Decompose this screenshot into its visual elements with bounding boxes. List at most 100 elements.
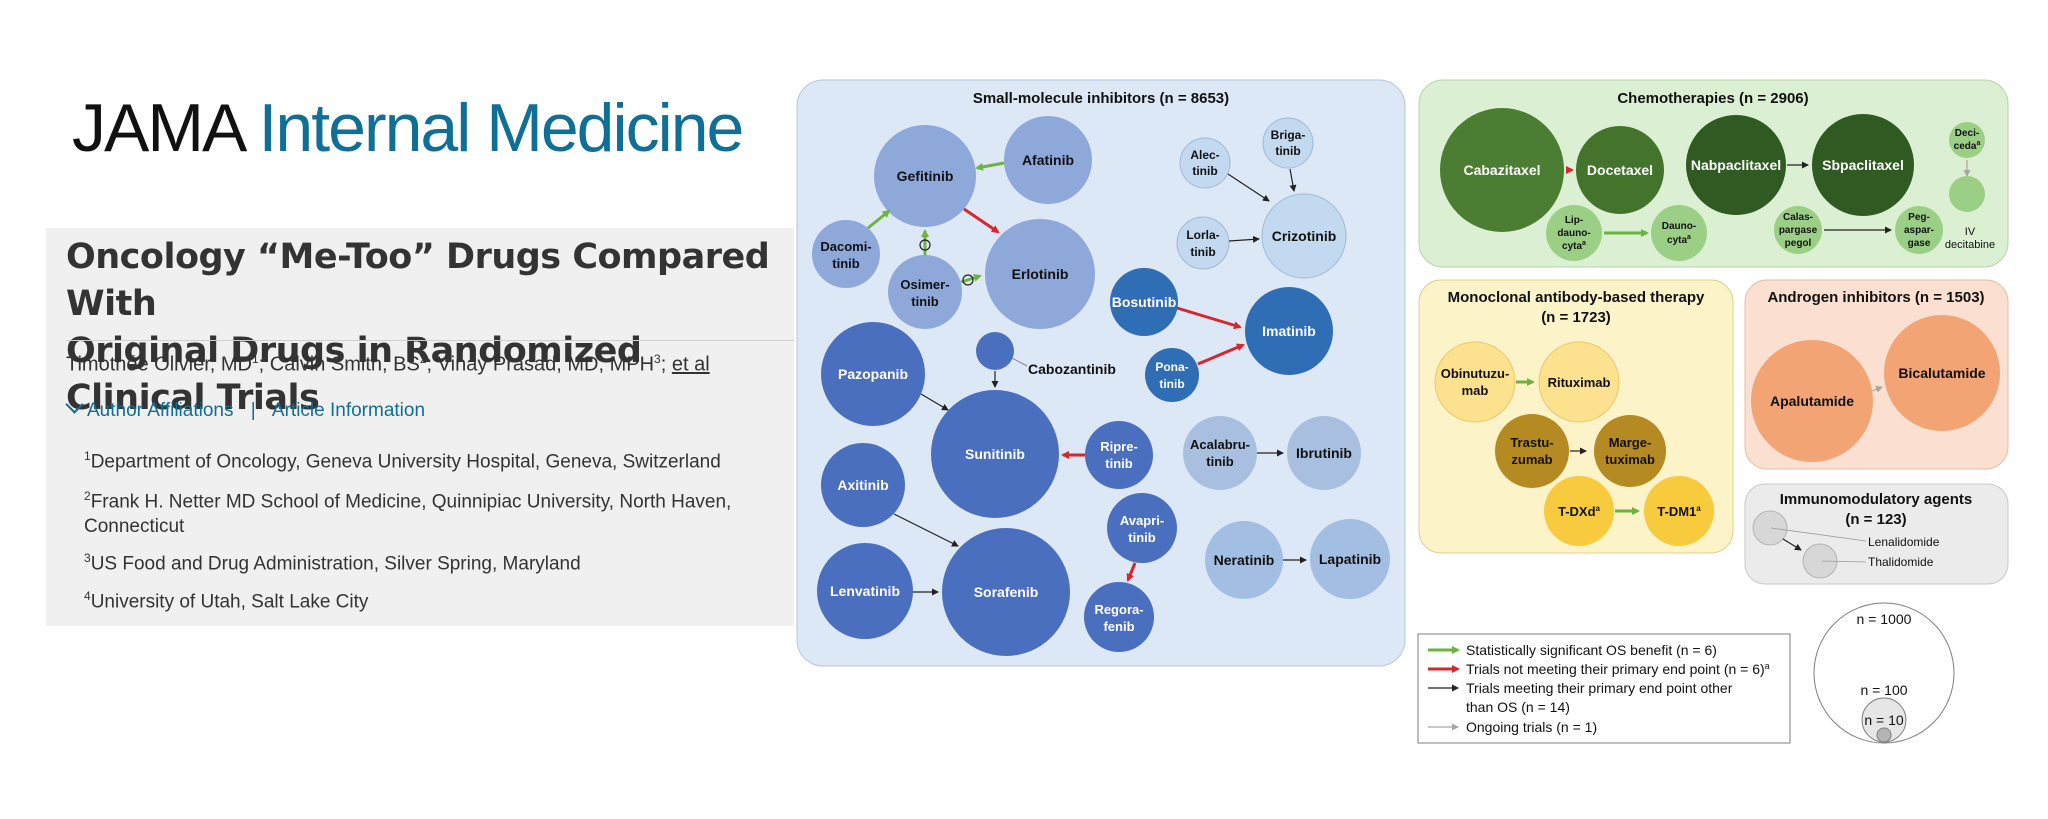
sunitinib-node[interactable] xyxy=(931,390,1059,518)
crizotinib-node[interactable] xyxy=(1261,193,1347,279)
afatinib-node[interactable] xyxy=(1004,116,1092,204)
affiliation-number: 1 xyxy=(84,449,91,463)
margetuximab-label-1: Marge- xyxy=(1609,435,1652,450)
margetuximab-node[interactable] xyxy=(1594,415,1666,487)
t-dm1-label: T-DM1a xyxy=(1657,504,1701,519)
avapritinib-label-2: tinib xyxy=(1128,530,1155,545)
apalutamide-node[interactable] xyxy=(1751,340,1873,462)
journal-logo[interactable]: JAMA Internal Medicine xyxy=(72,94,744,162)
arrow-brigatinib-crizotinib xyxy=(1289,168,1297,192)
lipdaunocyta-node[interactable] xyxy=(1546,205,1602,261)
lenalidomide-node[interactable] xyxy=(1752,510,1788,546)
erlotinib-label: Erlotinib xyxy=(1012,266,1069,282)
lapatinib-node[interactable] xyxy=(1310,519,1390,599)
calaspargase-label-2: pargase xyxy=(1779,225,1818,236)
trastuzumab-node[interactable] xyxy=(1495,414,1569,488)
arrow-legend xyxy=(1417,633,1791,744)
rituximab-label: Rituximab xyxy=(1548,375,1611,390)
ripretinib-label-1: Ripre- xyxy=(1100,439,1138,454)
axitinib-node[interactable] xyxy=(821,443,905,527)
regorafenib-node[interactable] xyxy=(1084,582,1154,652)
bosutinib-node[interactable] xyxy=(1110,268,1178,336)
arrow-pazopanib-sunitinib xyxy=(920,393,949,411)
osimertinib-node[interactable] xyxy=(888,255,962,329)
regorafenib-label-1: Regora- xyxy=(1094,602,1143,617)
acalabrutinib-label-1: Acalabru- xyxy=(1190,437,1250,452)
obinutuzumab-label-2: mab xyxy=(1462,383,1489,398)
acalabrutinib-label-2: tinib xyxy=(1206,454,1233,469)
lipdaunocyta-label-1: Lip- xyxy=(1565,215,1583,226)
chemotherapy-panel-title: Chemotherapies (n = 2906) xyxy=(1617,90,1808,107)
t-dxd-node[interactable] xyxy=(1544,476,1614,546)
author-affiliations-toggle[interactable]: Author Affiliations xyxy=(64,395,234,421)
arrow-alectinib-crizotinib xyxy=(1227,173,1270,202)
cabozantinib-node[interactable] xyxy=(976,332,1014,370)
arrow-ponatinib-imatinib xyxy=(1197,343,1245,366)
footnote-marker: a xyxy=(1696,504,1701,513)
alectinib-node[interactable] xyxy=(1179,137,1231,189)
article-links: Author Affiliations | Article Informatio… xyxy=(64,395,426,422)
t-dm1-node[interactable] xyxy=(1644,476,1714,546)
androgen-inhibitors-panel-title: Androgen inhibitors (n = 1503) xyxy=(1767,289,1984,306)
imatinib-node[interactable] xyxy=(1245,287,1333,375)
erlotinib-node[interactable] xyxy=(985,219,1095,329)
legend-gray-label: Ongoing trials (n = 1) xyxy=(1466,719,1597,735)
avapritinib-node[interactable] xyxy=(1107,493,1177,563)
author-name[interactable]: Calvin Smith, BS xyxy=(269,353,420,376)
ponatinib-node[interactable] xyxy=(1145,348,1199,402)
ponatinib-label-1: Pona- xyxy=(1155,360,1188,374)
axitinib-label: Axitinib xyxy=(837,477,888,493)
sbpaclitaxel-node[interactable] xyxy=(1812,114,1914,216)
brigatinib-node[interactable] xyxy=(1262,117,1314,169)
iv-decitabine-label-2: decitabine xyxy=(1945,239,1995,251)
affiliation-marker: 1 xyxy=(251,352,259,366)
gefitinib-node[interactable] xyxy=(874,125,976,227)
lipdaunocyta-label-2: dauno- xyxy=(1557,228,1590,239)
affiliation-number: 4 xyxy=(84,589,91,603)
ponatinib-label-2: tinib xyxy=(1159,377,1184,391)
acalabrutinib-node[interactable] xyxy=(1183,416,1257,490)
iv-decitabine-node[interactable] xyxy=(1949,176,1985,212)
bicalutamide-label: Bicalutamide xyxy=(1898,365,1985,381)
author-affiliations-label: Author Affiliations xyxy=(87,400,234,421)
legend-green-label: Statistically significant OS benefit (n … xyxy=(1466,642,1717,658)
osimertinib-label-1: Osimer- xyxy=(900,277,949,292)
neratinib-node[interactable] xyxy=(1205,521,1283,599)
bicalutamide-node[interactable] xyxy=(1884,315,2000,431)
et-al-link[interactable]: et al xyxy=(671,353,710,376)
article-title: Oncology “Me-Too” Drugs Compared With Or… xyxy=(66,234,786,422)
author-name[interactable]: Vinay Prasad, MD, MPH xyxy=(437,353,655,376)
arrow-gefitinib-erlotinib xyxy=(963,207,1000,234)
nabpaclitaxel-label: Nabpaclitaxel xyxy=(1691,157,1781,173)
sorafenib-node[interactable] xyxy=(942,528,1070,656)
arrow-osimertinib-erlotinib xyxy=(960,273,982,284)
article-information-link[interactable]: Article Information xyxy=(271,400,426,421)
pegaspargase-node[interactable] xyxy=(1895,206,1943,254)
lorlatinib-node[interactable] xyxy=(1176,216,1230,270)
author-name[interactable]: Timothée Olivier, MD xyxy=(66,353,252,376)
ibrutinib-node[interactable] xyxy=(1287,416,1361,490)
lorlatinib-label-2: tinib xyxy=(1190,245,1215,259)
size-key-n1000-circle xyxy=(1813,602,1955,744)
daunocyta-node[interactable] xyxy=(1651,205,1707,261)
pegaspargase-label-1: Peg- xyxy=(1908,212,1930,223)
decitabine-node[interactable] xyxy=(1949,122,1985,158)
brigatinib-label-2: tinib xyxy=(1275,144,1300,158)
dacomitinib-label-2: tinib xyxy=(832,256,859,271)
nabpaclitaxel-node[interactable] xyxy=(1686,115,1786,215)
author-list: Timothée Olivier, MD1; Calvin Smith, BS2… xyxy=(66,352,710,376)
lenvatinib-node[interactable] xyxy=(817,543,913,639)
cabazitaxel-node[interactable] xyxy=(1440,108,1564,232)
obinutuzumab-node[interactable] xyxy=(1434,341,1516,423)
arrow-apalutamide-bicalutamide xyxy=(1871,385,1883,393)
pazopanib-node[interactable] xyxy=(821,322,925,426)
affiliation-text: Frank H. Netter MD School of Medicine, Q… xyxy=(84,491,732,538)
daunocyta-label-1: Dauno- xyxy=(1662,221,1696,232)
dacomitinib-node[interactable] xyxy=(812,220,880,288)
lapatinib-label: Lapatinib xyxy=(1319,551,1381,567)
article-header-panel: Oncology “Me-Too” Drugs Compared With Or… xyxy=(46,228,794,626)
ripretinib-node[interactable] xyxy=(1085,421,1153,489)
docetaxel-node[interactable] xyxy=(1576,126,1664,214)
rituximab-node[interactable] xyxy=(1538,341,1620,423)
calaspargase-pegol-node[interactable] xyxy=(1774,206,1822,254)
